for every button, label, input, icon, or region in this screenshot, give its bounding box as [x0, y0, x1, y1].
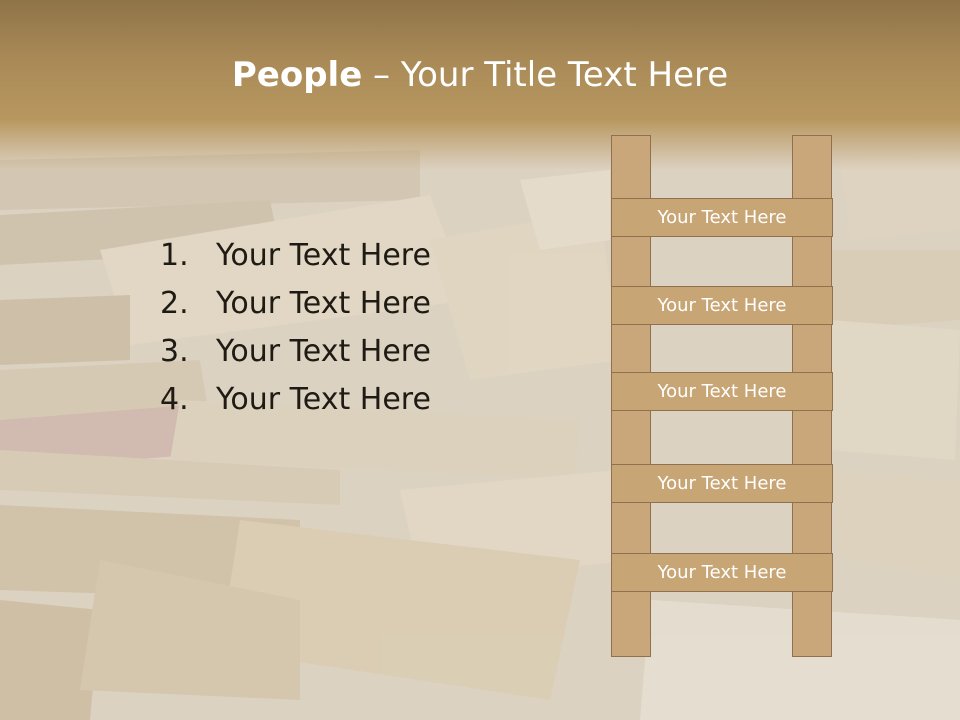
ladder-step-4: Your Text Here: [611, 464, 833, 503]
list-item-text: Your Text Here: [216, 286, 431, 321]
title-rest-text: – Your Title Text Here: [362, 55, 729, 95]
list-item: 2. Your Text Here: [160, 280, 431, 328]
ladder-step-1: Your Text Here: [611, 198, 833, 237]
slide-title: People – Your Title Text Here: [0, 54, 960, 96]
list-item-number: 1.: [160, 238, 189, 273]
list-item-text: Your Text Here: [216, 334, 431, 369]
list-item-number: 2.: [160, 286, 189, 321]
list-item: 3. Your Text Here: [160, 328, 431, 376]
list-item-text: Your Text Here: [216, 382, 431, 417]
list-item-text: Your Text Here: [216, 238, 431, 273]
ladder-step-2: Your Text Here: [611, 286, 833, 325]
list-item: 4. Your Text Here: [160, 376, 431, 424]
numbered-list: 1. Your Text Here 2. Your Text Here 3. Your…: [160, 232, 431, 424]
ladder-step-3: Your Text Here: [611, 372, 833, 411]
list-item: 1. Your Text Here: [160, 232, 431, 280]
list-item-number: 3.: [160, 334, 189, 369]
ladder-step-5: Your Text Here: [611, 553, 833, 592]
list-item-number: 4.: [160, 382, 189, 417]
ladder-diagram: Your Text Here Your Text Here Your Text …: [611, 135, 835, 659]
title-strong-text: People: [231, 55, 363, 95]
